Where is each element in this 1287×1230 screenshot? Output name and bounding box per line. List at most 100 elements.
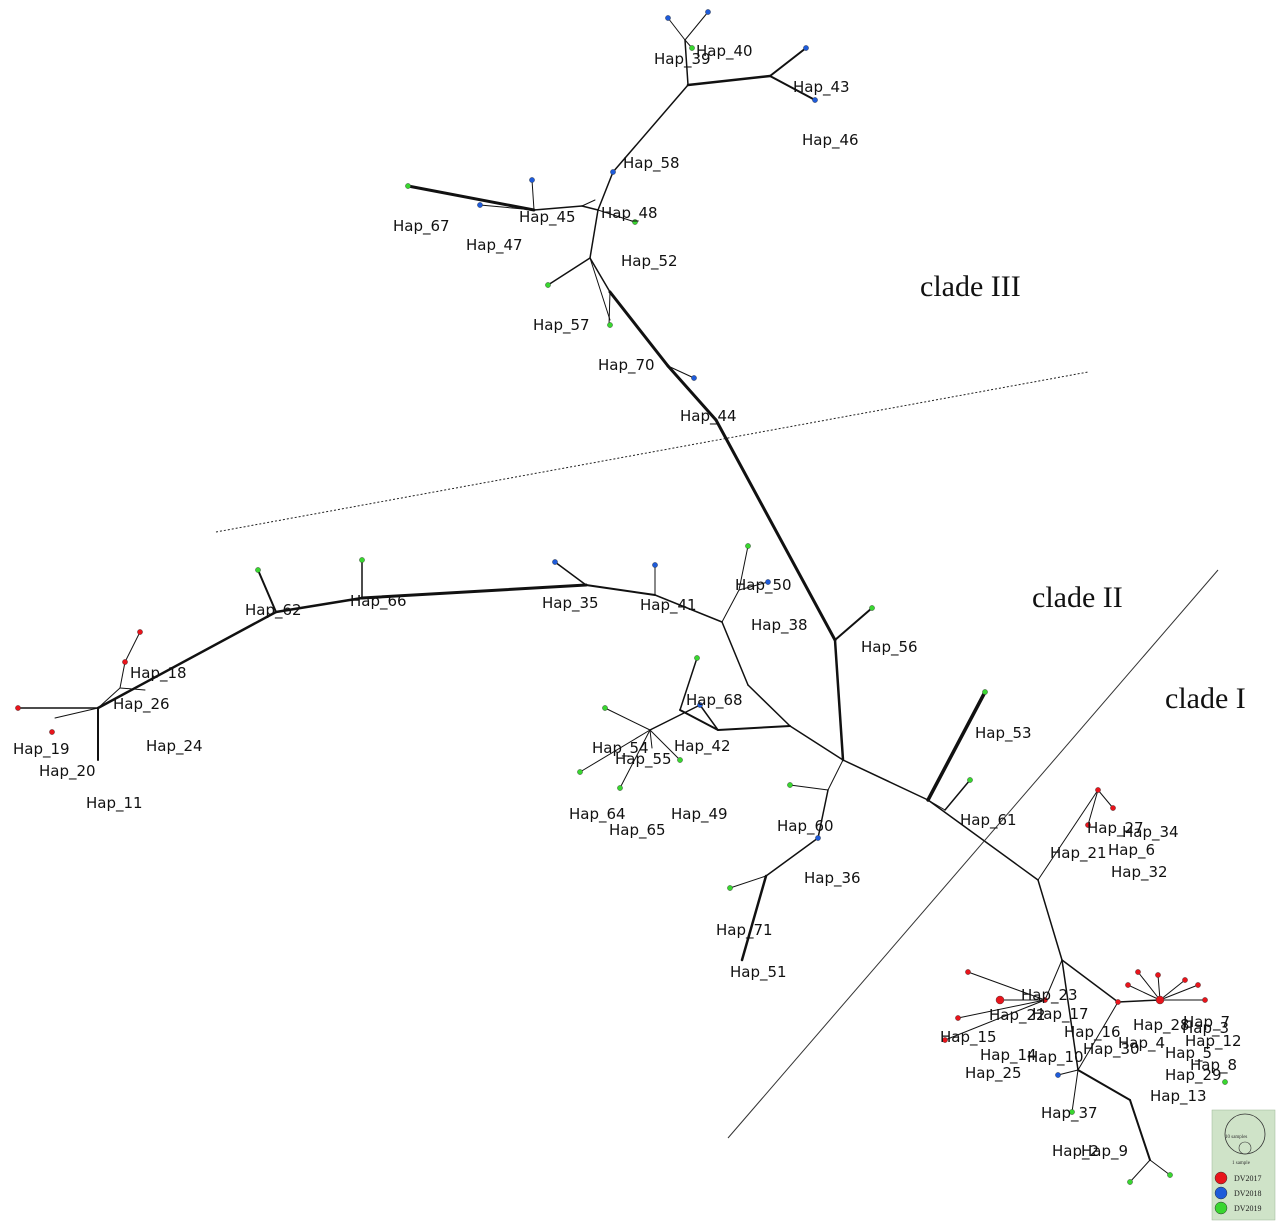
hap-label-hap-70: Hap_70 [598, 356, 655, 375]
network-edge [531, 179, 535, 211]
network-edge [604, 707, 651, 731]
network-edge [589, 257, 611, 293]
legend-swatch-dv2018 [1214, 1186, 1228, 1200]
network-edge [96, 610, 278, 710]
network-edge [479, 204, 535, 211]
haplotype-node [545, 282, 551, 288]
legend-label-dv2018: DV2018 [1234, 1189, 1262, 1198]
hap-label-hap-54: Hap_54 [592, 739, 649, 758]
haplotype-node [1069, 1109, 1075, 1115]
hap-label-hap-7: Hap_7 [1183, 1013, 1230, 1032]
network-edge [827, 759, 844, 791]
hap-label-hap-48: Hap_48 [601, 204, 658, 223]
hap-label-hap-37: Hap_37 [1041, 1104, 1098, 1123]
network-edge [1077, 1069, 1131, 1101]
network-edge [97, 687, 121, 709]
hap-label-hap-21: Hap_21 [1050, 844, 1107, 863]
hap-label-hap-68: Hap_68 [686, 691, 743, 710]
network-edge [1071, 1069, 1079, 1113]
legend-label-dv2017: DV2017 [1234, 1174, 1262, 1183]
haplotype-node [815, 835, 821, 841]
network-edge [124, 631, 141, 663]
haplotype-node [552, 559, 558, 565]
hap-label-hap-53: Hap_53 [975, 724, 1032, 743]
network-edge [1037, 879, 1063, 961]
network-edge [54, 707, 99, 719]
network-edge [554, 561, 587, 586]
network-edge [1087, 789, 1099, 826]
network-edge [585, 584, 656, 596]
hap-label-hap-8: Hap_8 [1190, 1056, 1237, 1075]
hap-label-hap-13: Hap_13 [1150, 1087, 1207, 1106]
network-edge [1077, 1001, 1119, 1071]
haplotype-node [677, 757, 683, 763]
hap-label-hap-57: Hap_57 [533, 316, 590, 335]
hap-label-hap-45: Hap_45 [519, 208, 576, 227]
network-edge [406, 184, 536, 212]
hap-label-hap-27: Hap_27 [1087, 819, 1144, 838]
network-edge [686, 74, 772, 87]
haplotype-node [1055, 1072, 1061, 1078]
clade-divider-solid [727, 569, 1219, 1139]
hap-label-hap-39: Hap_39 [654, 50, 711, 69]
network-edge [667, 365, 695, 379]
haplotype-node [610, 169, 616, 175]
network-edge [944, 999, 1046, 1041]
network-edge [257, 569, 277, 613]
network-edge [1127, 984, 1161, 1001]
hap-label-hap-35: Hap_35 [542, 594, 599, 613]
hap-label-hap-12: Hap_12 [1185, 1032, 1242, 1051]
network-edge [834, 607, 873, 641]
hap-label-hap-61: Hap_61 [960, 811, 1017, 830]
haplotype-node [694, 655, 700, 661]
network-edge [679, 657, 698, 711]
legend-swatch-dv2017 [1214, 1171, 1228, 1185]
network-edge [738, 581, 769, 591]
network-edge [667, 17, 686, 41]
hap-label-hap-41: Hap_41 [640, 596, 697, 615]
network-edge [1037, 789, 1099, 881]
legend-size-circle-small [1238, 1141, 1252, 1155]
haplotype-node [529, 177, 535, 183]
network-edge [589, 209, 599, 259]
hap-label-hap-32: Hap_32 [1111, 863, 1168, 882]
network-edge [967, 971, 1046, 1001]
haplotype-node [607, 322, 613, 328]
hap-label-hap-42: Hap_42 [674, 737, 731, 756]
network-edge [817, 789, 829, 839]
hap-label-hap-29: Hap_29 [1165, 1066, 1222, 1085]
hap-label-hap-66: Hap_66 [350, 592, 407, 611]
network-edge [654, 594, 723, 623]
haplotype-node [982, 689, 988, 695]
haplotype-node [652, 562, 658, 568]
hap-label-hap-50: Hap_50 [735, 576, 792, 595]
network-edge [608, 291, 611, 326]
network-edge [833, 638, 845, 762]
network-edge [581, 199, 596, 207]
hap-label-hap-26: Hap_26 [113, 695, 170, 714]
network-edge [944, 779, 971, 811]
network-edge [1137, 971, 1161, 1001]
network-edge [714, 418, 837, 642]
network-edge [789, 725, 844, 761]
haplotype-node [995, 995, 1005, 1005]
network-edge [119, 661, 126, 689]
network-edge [1129, 1159, 1151, 1183]
hap-label-hap-19: Hap_19 [13, 740, 70, 759]
network-edge [1159, 979, 1186, 1001]
network-edge [926, 690, 987, 802]
network-edge [729, 875, 767, 889]
haplotype-labels: Hap_40Hap_39Hap_43Hap_46Hap_58Hap_48Hap_… [13, 42, 1242, 1161]
network-edge [547, 257, 591, 286]
haplotype-node [967, 777, 973, 783]
haplotype-node [965, 969, 971, 975]
hap-label-hap-20: Hap_20 [39, 762, 96, 781]
legend-swatch-dv2019 [1214, 1201, 1228, 1215]
haplotype-node [255, 567, 261, 573]
network-edge [119, 687, 146, 691]
legend-size-label: 10 samples [1225, 1135, 1247, 1140]
hap-label-hap-34: Hap_34 [1122, 823, 1179, 842]
haplotype-node [1202, 997, 1208, 1003]
